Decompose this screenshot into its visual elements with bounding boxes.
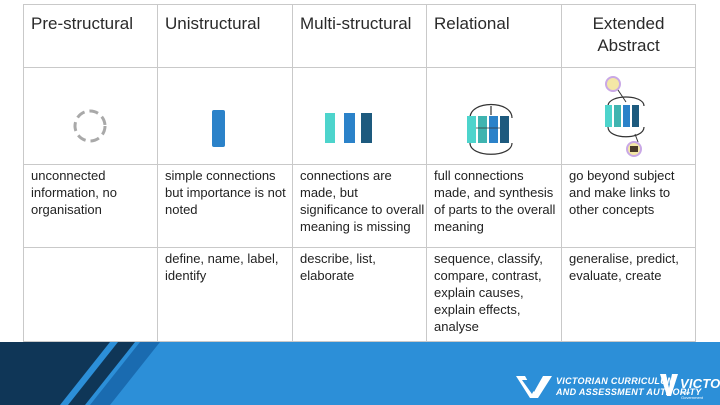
empty-circle-icon [73, 109, 107, 143]
victoria-sub-line-1: State [681, 390, 691, 395]
three-bars-icon [325, 113, 372, 143]
desc-unistructural: simple connections but importance is not… [157, 164, 293, 248]
header-extended-abstract: Extended Abstract [561, 4, 696, 68]
connected-bars-icon [467, 104, 513, 155]
verbs-unistructural: define, name, label, identify [157, 247, 293, 342]
header-relational: Relational [426, 4, 562, 68]
header-unistructural: Unistructural [157, 4, 293, 68]
verbs-relational: sequence, classify, compare, contrast, e… [426, 247, 562, 342]
icon-cell-relational [426, 67, 562, 165]
vcaa-line-2: AND ASSESSMENT AUTHORITY [556, 387, 702, 397]
desc-extended-abstract: go beyond subject and make links to othe… [561, 164, 696, 248]
footer-banner [0, 342, 720, 405]
header-row: Pre-structural Unistructural Multi-struc… [23, 4, 696, 68]
victoria-sub-line-2: Government [681, 395, 704, 400]
victoria-subtitle: State Government [681, 390, 703, 400]
verbs-extended-abstract: generalise, predict, evaluate, create [561, 247, 696, 342]
victoria-logo-icon [660, 374, 678, 396]
icon-cell-unistructural [157, 67, 293, 165]
verbs-prestructural [23, 247, 158, 342]
vcaa-wordmark: VICTORIAN CURRICULUM AND ASSESSMENT AUTH… [556, 376, 702, 398]
verbs-row: define, name, label, identify describe, … [23, 247, 696, 342]
icon-row [23, 67, 696, 165]
desc-multistructural: connections are made, but significance t… [292, 164, 427, 248]
desc-prestructural: unconnected information, no organisation [23, 164, 158, 248]
vcaa-logo-icon [516, 376, 552, 398]
verbs-multistructural: describe, list, elaborate [292, 247, 427, 342]
header-prestructural: Pre-structural [23, 4, 158, 68]
header-multistructural: Multi-structural [292, 4, 427, 68]
victoria-wordmark: VICTORIA [680, 376, 720, 391]
footer-stripes [0, 342, 160, 405]
icon-cell-prestructural [23, 67, 158, 165]
icon-cell-multistructural [292, 67, 427, 165]
vcaa-line-1: VICTORIAN CURRICULUM [556, 376, 675, 386]
single-bar-icon [212, 110, 225, 147]
solo-taxonomy-table: Pre-structural Unistructural Multi-struc… [23, 4, 696, 342]
connected-bars-with-extensions-icon [605, 76, 645, 157]
description-row: unconnected information, no organisation… [23, 164, 696, 248]
desc-relational: full connections made, and synthesis of … [426, 164, 562, 248]
icon-cell-extended-abstract [561, 67, 696, 165]
